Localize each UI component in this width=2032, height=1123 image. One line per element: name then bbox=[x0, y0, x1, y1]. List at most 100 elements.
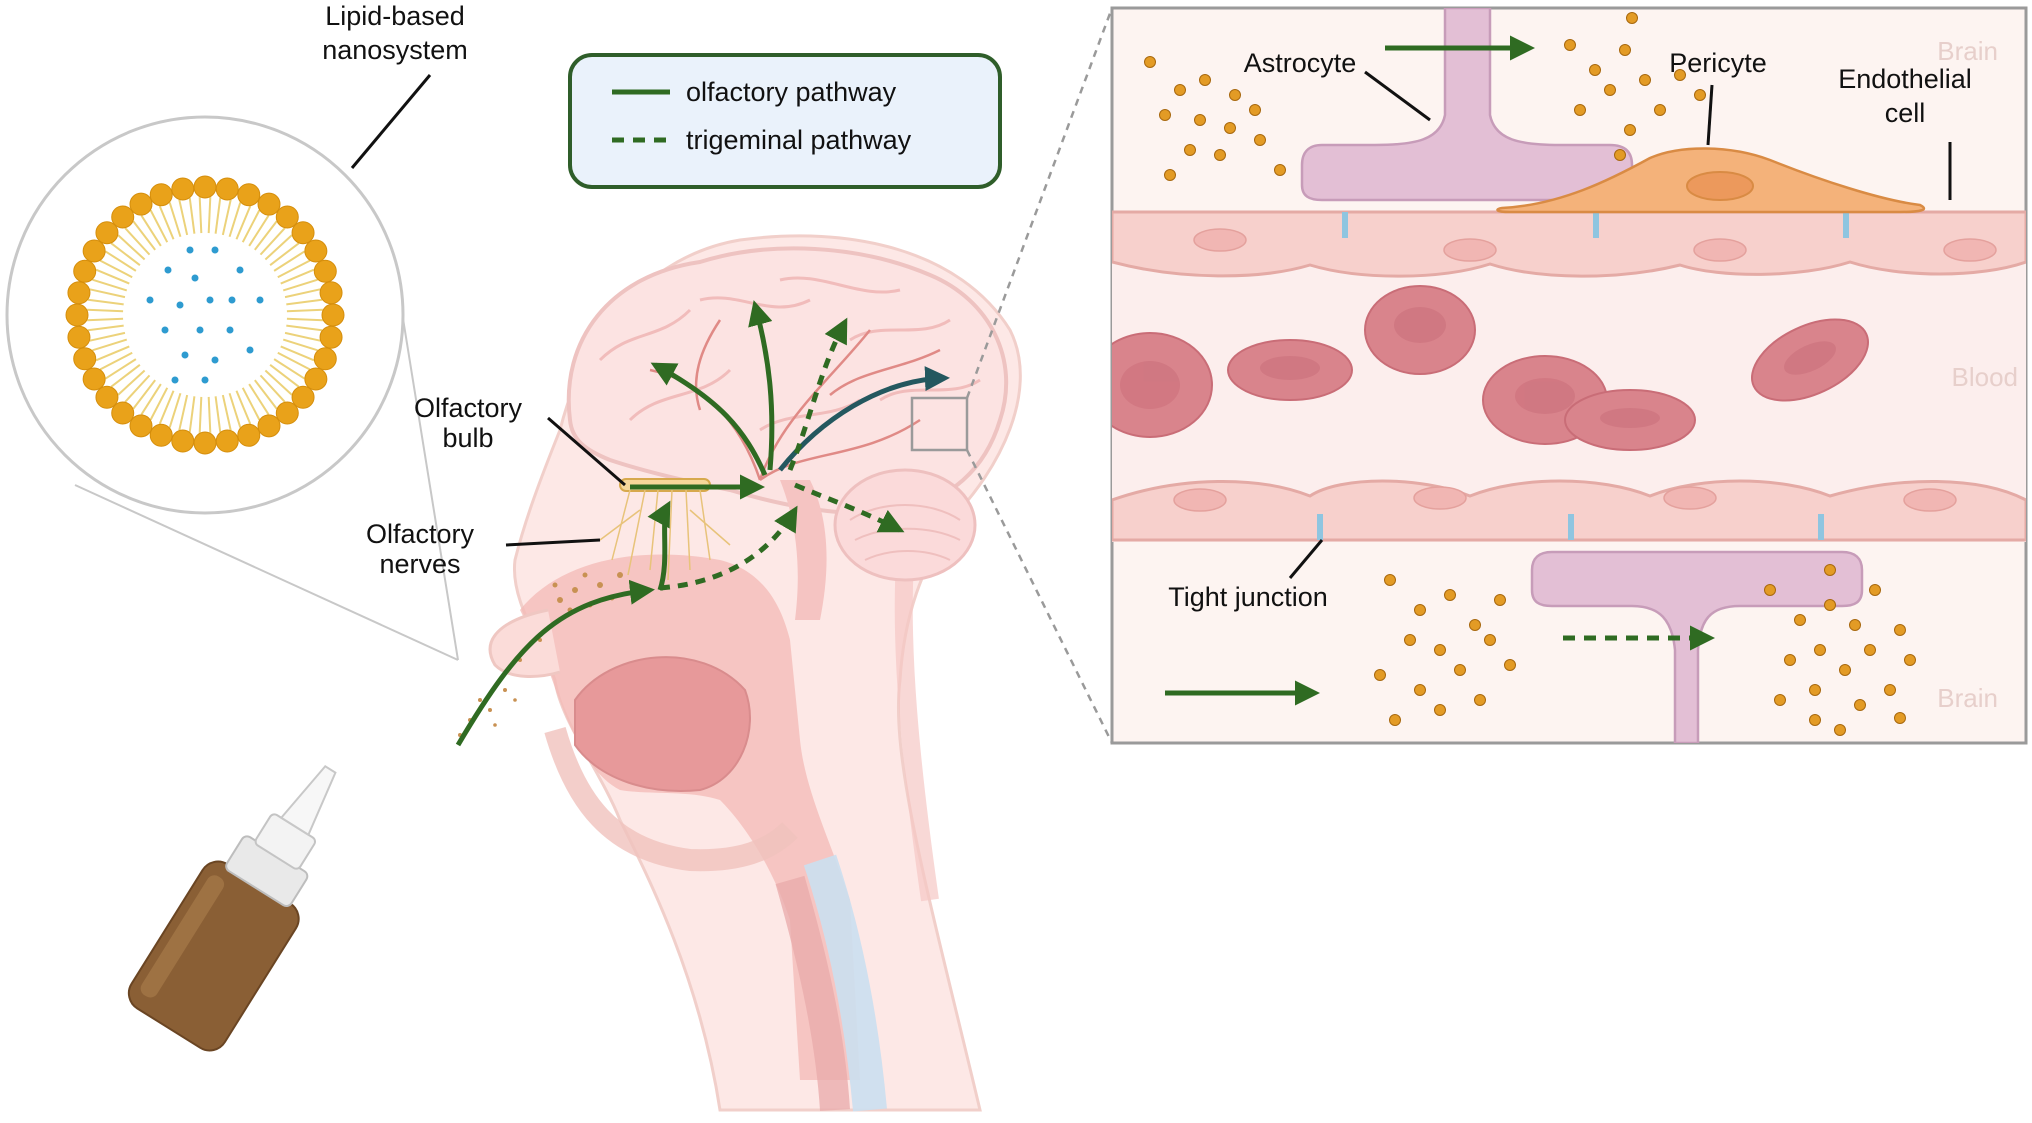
tight-junction-label: Tight junction bbox=[1168, 582, 1328, 612]
lipid-head bbox=[313, 259, 337, 283]
nanoparticle bbox=[1504, 659, 1516, 671]
lipid-head bbox=[237, 183, 261, 207]
lipid-head bbox=[319, 325, 343, 349]
nanoparticle bbox=[1654, 104, 1666, 116]
nanoparticle bbox=[1784, 654, 1796, 666]
endothelial-label-2: cell bbox=[1885, 98, 1926, 128]
region-brain-bottom: Brain bbox=[1937, 683, 1998, 713]
nanoparticle bbox=[1589, 64, 1601, 76]
nanoparticle bbox=[1864, 644, 1876, 656]
lipid-head bbox=[95, 385, 119, 409]
nanosystem-label-2: nanosystem bbox=[322, 35, 468, 65]
nanoparticle bbox=[1814, 644, 1826, 656]
zoom-source-box bbox=[910, 396, 969, 452]
nanoparticle bbox=[1174, 84, 1186, 96]
nanoparticle bbox=[1414, 604, 1426, 616]
nanoparticle bbox=[1444, 589, 1456, 601]
nanoparticle bbox=[1869, 584, 1881, 596]
nanoparticle bbox=[1809, 684, 1821, 696]
lipid-head bbox=[193, 175, 217, 199]
lipid-head bbox=[304, 367, 328, 391]
nanoparticle bbox=[1604, 84, 1616, 96]
drug-molecule bbox=[246, 346, 254, 354]
drug-molecule bbox=[146, 296, 154, 304]
lipid-head bbox=[111, 401, 135, 425]
lipid-head bbox=[82, 239, 106, 263]
nanoparticle bbox=[1894, 712, 1906, 724]
lipid-head bbox=[73, 347, 97, 371]
nanoparticle bbox=[1194, 114, 1206, 126]
lipid-head bbox=[237, 423, 261, 447]
drug-molecule bbox=[191, 274, 199, 282]
nanoparticle bbox=[1434, 644, 1446, 656]
nanoparticle bbox=[1159, 109, 1171, 121]
lipid-head bbox=[291, 385, 315, 409]
endothelium-lower bbox=[1112, 479, 2026, 542]
nanoparticle bbox=[1894, 624, 1906, 636]
nanoparticle bbox=[1794, 614, 1806, 626]
drug-molecule bbox=[228, 296, 236, 304]
legend-dashed-label: trigeminal pathway bbox=[686, 125, 912, 155]
lipid-head bbox=[149, 183, 173, 207]
lipid-head bbox=[171, 177, 195, 201]
drug-molecule bbox=[201, 376, 209, 384]
nanoparticle bbox=[1849, 619, 1861, 631]
nanoparticle bbox=[1214, 149, 1226, 161]
lipid-head bbox=[304, 239, 328, 263]
nanoparticle bbox=[1694, 89, 1706, 101]
lipid-head bbox=[149, 423, 173, 447]
drug-molecule bbox=[161, 326, 169, 334]
nanoparticle bbox=[1384, 574, 1396, 586]
lipid-head bbox=[65, 303, 89, 327]
nanoparticle bbox=[1809, 714, 1821, 726]
olfactory-bulb-label-2: bulb bbox=[442, 423, 493, 453]
nanosystem-zoom-circle bbox=[5, 115, 405, 515]
liposome bbox=[65, 175, 345, 455]
lipid-head bbox=[275, 205, 299, 229]
lipid-head bbox=[171, 429, 195, 453]
drug-molecule bbox=[256, 296, 264, 304]
nanoparticle bbox=[1494, 594, 1506, 606]
lipid-head bbox=[95, 221, 119, 245]
drug-molecule bbox=[211, 246, 219, 254]
lipid-head bbox=[319, 281, 343, 305]
lipid-head bbox=[215, 429, 239, 453]
drug-molecule bbox=[176, 301, 184, 309]
nanoparticle bbox=[1774, 694, 1786, 706]
astrocyte-label: Astrocyte bbox=[1244, 48, 1357, 78]
nanoparticle bbox=[1839, 664, 1851, 676]
region-brain-top: Brain bbox=[1937, 36, 1998, 66]
drug-molecule bbox=[206, 296, 214, 304]
drug-molecule bbox=[164, 266, 172, 274]
lipid-head bbox=[129, 414, 153, 438]
nanoparticles bbox=[1144, 12, 1916, 736]
lipid-head bbox=[313, 347, 337, 371]
nanoparticle bbox=[1224, 122, 1236, 134]
drug-molecule bbox=[186, 246, 194, 254]
legend: olfactory pathway trigeminal pathway bbox=[568, 53, 1002, 189]
drug-molecule bbox=[211, 356, 219, 364]
lipid-head bbox=[257, 414, 281, 438]
nanoparticle bbox=[1564, 39, 1576, 51]
pericyte-label: Pericyte bbox=[1669, 48, 1767, 78]
nanoparticle bbox=[1144, 56, 1156, 68]
lipid-head bbox=[291, 221, 315, 245]
lipid-head bbox=[111, 205, 135, 229]
nanosystem-label-1: Lipid-based bbox=[325, 1, 465, 31]
bbb-zoom-panel: Brain Blood Brain Astrocyte Pericyte End… bbox=[1110, 6, 2028, 745]
legend-solid-label: olfactory pathway bbox=[686, 77, 897, 107]
lipid-head bbox=[67, 325, 91, 349]
nanoparticle bbox=[1834, 724, 1846, 736]
nanoparticle bbox=[1639, 74, 1651, 86]
lipid-head bbox=[67, 281, 91, 305]
nanoparticle bbox=[1624, 124, 1636, 136]
olfactory-nerves-label-1: Olfactory bbox=[366, 519, 475, 549]
nanoparticle bbox=[1626, 12, 1638, 24]
olfactory-bulb-label-1: Olfactory bbox=[414, 393, 523, 423]
lipid-head bbox=[82, 367, 106, 391]
drug-molecule bbox=[181, 351, 189, 359]
nanoparticle bbox=[1164, 169, 1176, 181]
lipid-head bbox=[257, 192, 281, 216]
endothelial-label-1: Endothelial bbox=[1838, 64, 1972, 94]
nanoparticle bbox=[1884, 684, 1896, 696]
